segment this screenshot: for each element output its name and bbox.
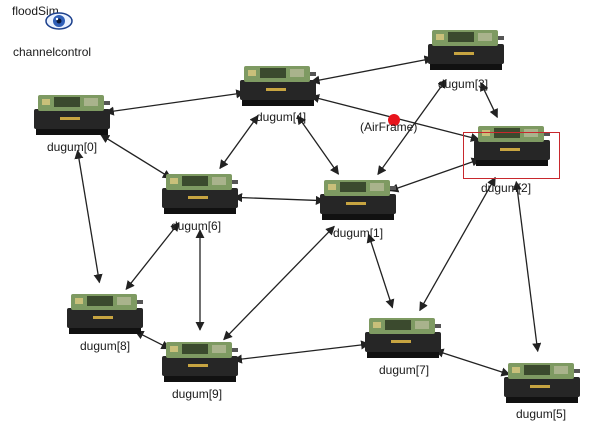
sensor-node-n9[interactable] xyxy=(162,342,238,382)
link-n1-n9 xyxy=(223,225,335,341)
link-n2-n7 xyxy=(419,176,496,312)
eye-icon[interactable] xyxy=(44,10,74,32)
node-label-n4: dugum[4] xyxy=(256,110,307,124)
link-n8-n9 xyxy=(134,330,171,350)
link-n4-n1 xyxy=(296,115,340,175)
channel-control-label: channelcontrol xyxy=(13,45,92,59)
sensor-node-n6[interactable] xyxy=(162,174,238,214)
node-label-n8: dugum[8] xyxy=(80,339,131,353)
node-label-n0: dugum[0] xyxy=(47,140,98,154)
link-n4-n6 xyxy=(219,114,259,170)
link-n0-n6 xyxy=(100,134,172,179)
network-title: floodSim xyxy=(12,4,59,18)
link-n0-n8 xyxy=(74,149,103,284)
link-n4-n3 xyxy=(310,55,434,85)
sensor-node-n1[interactable] xyxy=(320,180,396,220)
link-n7-n5 xyxy=(434,348,511,377)
selection-frame xyxy=(463,132,560,179)
sensor-node-n8[interactable] xyxy=(67,294,143,334)
node-label-n6: dugum[6] xyxy=(171,219,222,233)
sensor-node-n5[interactable] xyxy=(504,363,580,403)
node-label-n9: dugum[9] xyxy=(172,387,223,401)
airframe-message-dot[interactable] xyxy=(388,114,400,126)
node-label-n2: dugum[2] xyxy=(481,181,532,195)
link-n0-n4 xyxy=(104,89,246,116)
node-label-n1: dugum[1] xyxy=(333,226,384,240)
sensor-node-n4[interactable] xyxy=(240,66,316,106)
links-layer xyxy=(74,55,542,377)
node-label-n3: dugum[3] xyxy=(438,77,489,91)
sensor-node-n0[interactable] xyxy=(34,95,110,135)
sensor-node-n7[interactable] xyxy=(365,318,441,358)
node-label-n5: dugum[5] xyxy=(516,407,567,421)
link-n9-n7 xyxy=(232,340,371,364)
node-label-n7: dugum[7] xyxy=(379,363,430,377)
link-n1-n2 xyxy=(389,157,481,193)
link-n6-n1 xyxy=(233,193,325,205)
airframe-message-label: (AirFrame) xyxy=(360,120,418,134)
link-n3-n2 xyxy=(480,81,498,119)
link-n2-n5 xyxy=(512,180,542,353)
sensor-node-n3[interactable] xyxy=(428,30,504,70)
link-n6-n8 xyxy=(125,221,180,291)
link-n1-n7 xyxy=(366,233,395,309)
